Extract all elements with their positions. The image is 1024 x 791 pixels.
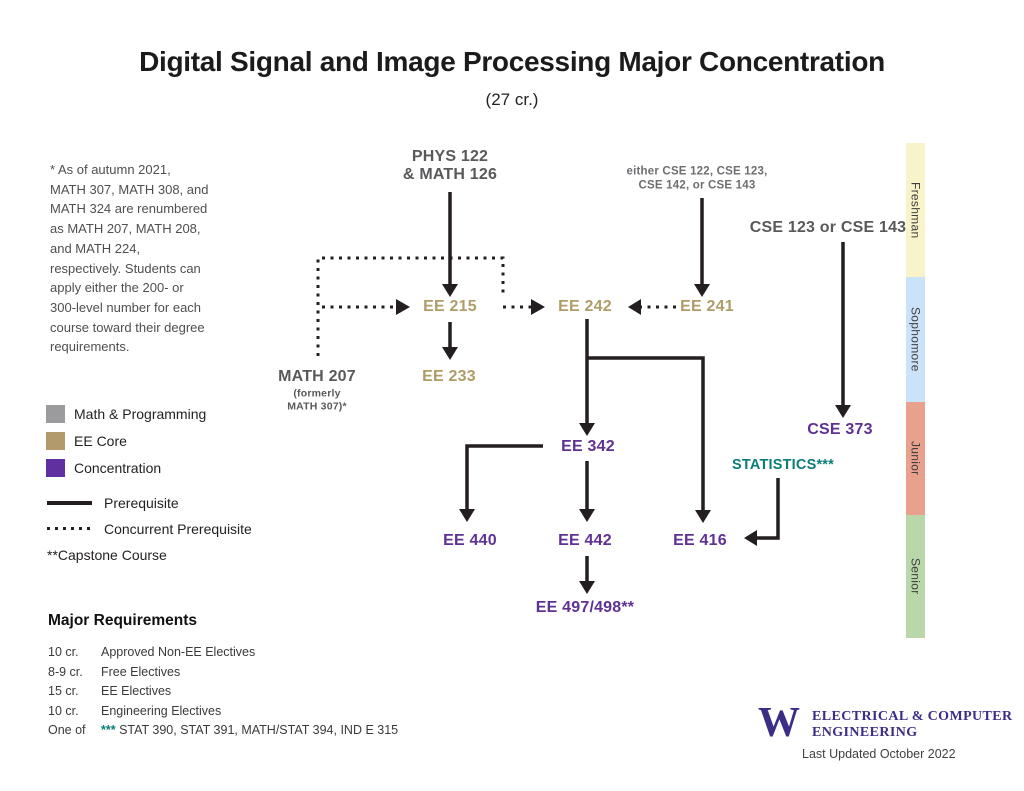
node-math207: MATH 207 <box>278 368 356 385</box>
classbar-junior: Junior <box>906 402 925 515</box>
node-ee215: EE 215 <box>423 298 477 315</box>
node-ee242: EE 242 <box>558 298 612 315</box>
node-cse373: CSE 373 <box>807 421 873 438</box>
uw-logo: W <box>758 700 800 746</box>
credits-subtitle: (27 cr.) <box>485 90 539 109</box>
department-line1: ELECTRICAL & COMPUTER <box>812 709 1013 724</box>
department-line2: ENGINEERING <box>812 725 918 740</box>
statistics-options: STAT 390, STAT 391, MATH/STAT 394, IND E… <box>115 723 399 737</box>
sophomore-label: Sophomore <box>908 307 923 372</box>
capstone-note: **Capstone Course <box>47 547 167 563</box>
renumbering-note: * As of autumn 2021, MATH 307, MATH 308,… <box>50 162 209 355</box>
cse-intro-note-line2: CSE 142, or CSE 143 <box>638 179 756 191</box>
requirement-desc: Free Electives <box>101 664 181 679</box>
requirement-credits: 10 cr. <box>48 703 79 718</box>
node-ee497-498: EE 497/498** <box>535 599 635 616</box>
classbar-senior: Senior <box>906 515 925 638</box>
last-updated-text: Last Updated October 2022 <box>802 747 956 761</box>
node-cse123-or-cse143: CSE 123 or CSE 143 <box>749 219 907 236</box>
page-title: Digital Signal and Image Processing Majo… <box>139 46 885 77</box>
requirement-desc: *** STAT 390, STAT 391, MATH/STAT 394, I… <box>101 721 398 741</box>
prerequisite-line-sample <box>47 501 92 505</box>
legend-item-math-programming: Math & Programming <box>46 405 206 423</box>
requirement-desc: EE Electives <box>101 684 172 698</box>
concurrent-line-sample <box>47 527 93 530</box>
classbar-freshman: Freshman <box>906 143 925 277</box>
requirement-row: One of *** STAT 390, STAT 391, MATH/STAT… <box>48 721 398 741</box>
cse-intro-note-line1: either CSE 122, CSE 123, <box>626 165 768 178</box>
legend-item-ee-core: EE Core <box>46 432 127 450</box>
node-cse-intro-note: either CSE 122, CSE 123, CSE 142, or CSE… <box>627 166 768 193</box>
department-name: ELECTRICAL & COMPUTER ENGINEERING <box>812 709 1013 741</box>
node-math207-sub: (formerly MATH 307)* <box>287 387 347 413</box>
classbar-sophomore: Sophomore <box>906 277 925 402</box>
node-ee416: EE 416 <box>673 532 727 549</box>
solid-arrowheads <box>442 284 851 594</box>
dotted-arrowheads <box>396 299 641 315</box>
math-programming-swatch <box>46 405 65 423</box>
node-ee233: EE 233 <box>422 368 476 385</box>
prerequisite-label: Prerequisite <box>104 495 179 511</box>
major-requirements: Major Requirements 10 cr. Approved Non-E… <box>48 612 398 741</box>
node-phys122-line1: PHYS 122 <box>411 148 489 165</box>
senior-label: Senior <box>908 558 923 595</box>
requirement-row: 10 cr. Engineering Electives <box>48 702 398 722</box>
major-requirements-header: Major Requirements <box>48 612 198 629</box>
junior-label: Junior <box>908 441 923 476</box>
concurrent-prerequisite-label: Concurrent Prerequisite <box>104 521 252 537</box>
statistics-asterisks: *** <box>101 723 116 737</box>
requirement-credits: 10 cr. <box>48 645 79 659</box>
requirement-row: 8-9 cr. Free Electives <box>48 663 398 683</box>
requirement-desc: Approved Non-EE Electives <box>101 645 256 659</box>
requirement-credits: 15 cr. <box>48 684 79 698</box>
node-ee241: EE 241 <box>680 298 734 315</box>
legend-item-concentration: Concentration <box>46 459 161 477</box>
ee-core-swatch <box>46 432 65 450</box>
requirement-credits: 8-9 cr. <box>48 664 83 679</box>
node-statistics: STATISTICS*** <box>732 457 834 473</box>
node-phys122-line2: & MATH 126 <box>402 166 498 183</box>
node-ee442: EE 442 <box>558 532 612 549</box>
requirement-row: 10 cr. Approved Non-EE Electives <box>48 643 398 663</box>
requirement-desc: Engineering Electives <box>101 703 222 718</box>
concentration-label: Concentration <box>74 460 162 476</box>
ee-core-label: EE Core <box>74 433 127 449</box>
node-phys122-math126: PHYS 122 & MATH 126 <box>403 148 497 184</box>
math-programming-label: Math & Programming <box>74 406 207 422</box>
requirement-credits: One of <box>48 723 86 737</box>
node-ee342: EE 342 <box>561 438 615 455</box>
node-ee440: EE 440 <box>443 532 497 549</box>
class-standing-bar: Freshman Sophomore Junior Senior <box>906 143 925 638</box>
solid-prerequisite-lines <box>448 192 845 582</box>
dotted-concurrent-lines <box>316 256 676 356</box>
requirement-row: 15 cr. EE Electives <box>48 682 398 702</box>
freshman-label: Freshman <box>908 181 923 239</box>
concentration-swatch <box>46 459 65 477</box>
